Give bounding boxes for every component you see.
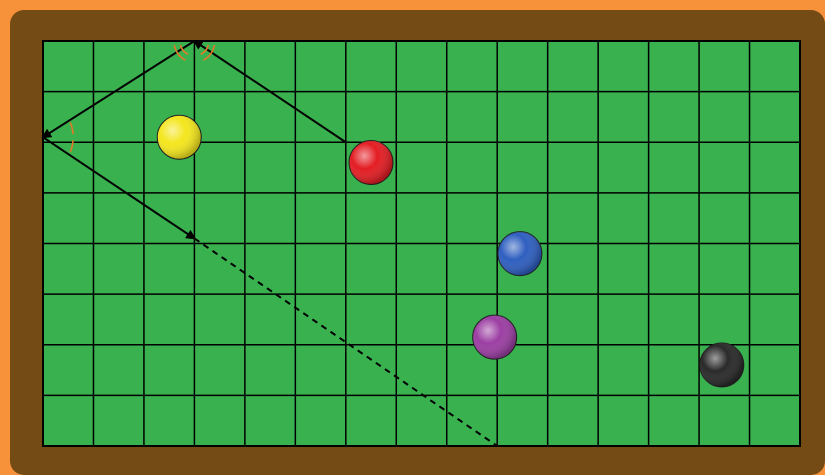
purple-ball[interactable] bbox=[473, 315, 517, 359]
black-ball[interactable] bbox=[700, 343, 744, 387]
red-ball[interactable] bbox=[349, 141, 393, 185]
yellow-ball[interactable] bbox=[157, 115, 201, 159]
blue-ball[interactable] bbox=[498, 232, 542, 276]
